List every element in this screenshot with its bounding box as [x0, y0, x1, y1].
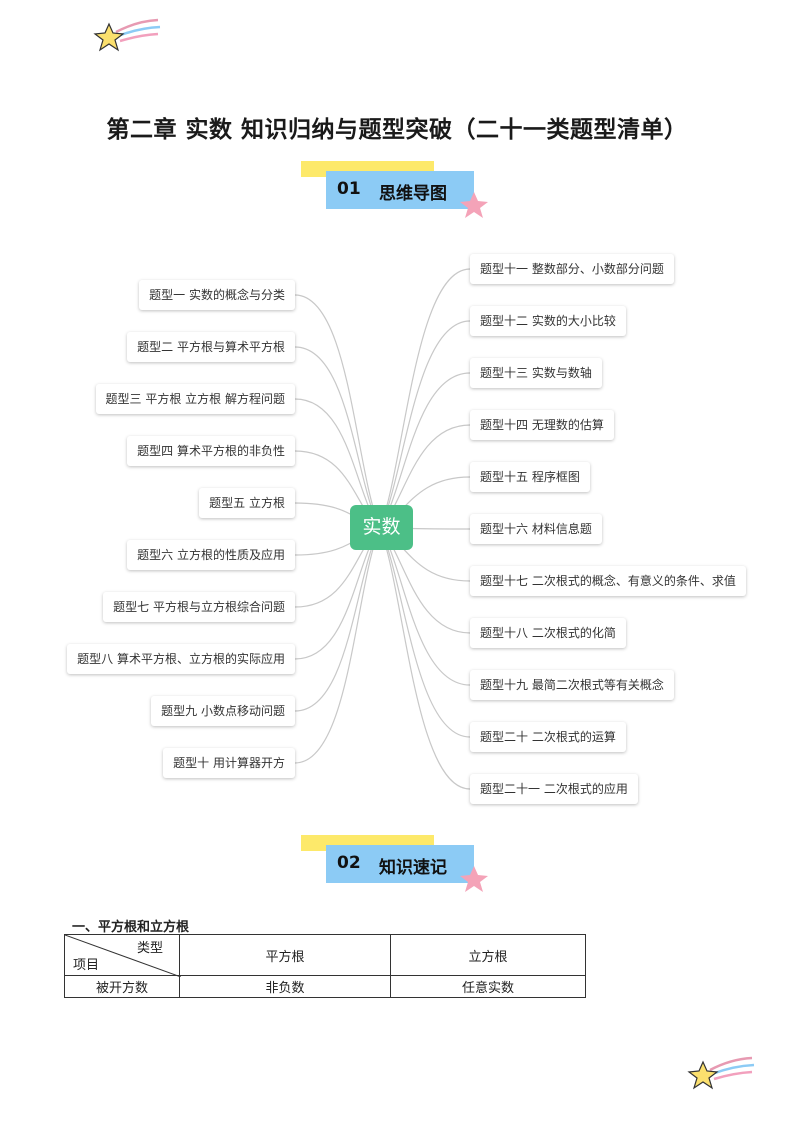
banner-blue-box: [326, 171, 474, 209]
diagonal-divider: [65, 935, 181, 977]
mindmap-node-left[interactable]: 题型四 算术平方根的非负性: [127, 436, 295, 466]
roots-table: 类型 项目 平方根 立方根 被开方数 非负数 任意实数: [64, 934, 586, 998]
mindmap-center-node[interactable]: 实数: [350, 505, 413, 550]
mindmap-node-left[interactable]: 题型三 平方根 立方根 解方程问题: [95, 384, 295, 414]
page-title: 第二章 实数 知识归纳与题型突破（二十一类题型清单）: [106, 117, 688, 143]
connector-line: [379, 527, 471, 738]
knowledge-heading: 一、平方根和立方根: [72, 920, 190, 935]
table-header: 立方根: [390, 934, 586, 976]
connector-line: [294, 527, 381, 712]
mindmap-node-right[interactable]: 题型十六 材料信息题: [470, 514, 602, 544]
section-label: 思维导图: [379, 184, 447, 204]
corner-label-type: 类型: [136, 941, 163, 956]
mindmap-node-left[interactable]: 题型七 平方根与立方根综合问题: [103, 592, 295, 622]
mindmap-node-left[interactable]: 题型九 小数点移动问题: [151, 696, 295, 726]
mindmap-node-right[interactable]: 题型十八 二次根式的化简: [470, 618, 626, 648]
mindmap-node-left[interactable]: 题型十 用计算器开方: [163, 748, 295, 778]
connector-line: [379, 527, 471, 790]
banner-blue-box: [326, 845, 474, 883]
mindmap-node-left[interactable]: 题型八 算术平方根、立方根的实际应用: [67, 644, 295, 674]
table-row-label: 被开方数: [64, 975, 180, 998]
mindmap-node-right[interactable]: 题型十五 程序框图: [470, 462, 590, 492]
section-number: 02: [337, 853, 361, 873]
section-label: 知识速记: [379, 858, 447, 878]
shooting-star-icon: [93, 18, 161, 52]
section-banner-knowledge: 02 知识速记: [301, 835, 488, 895]
connector-line: [379, 527, 471, 686]
shooting-star-icon: [687, 1056, 755, 1090]
connector-line: [379, 268, 471, 529]
mindmap-node-right[interactable]: 题型二十一 二次根式的应用: [470, 774, 638, 804]
pink-star-icon: [460, 866, 488, 892]
pink-star-icon: [460, 192, 488, 218]
table-row: 被开方数 非负数 任意实数: [64, 975, 586, 998]
connector-line: [294, 346, 381, 529]
mindmap-node-left[interactable]: 题型二 平方根与算术平方根: [127, 332, 295, 362]
mindmap-node-right[interactable]: 题型十七 二次根式的概念、有意义的条件、求值: [470, 566, 746, 596]
corner-label-item: 项目: [73, 958, 100, 973]
mindmap-node-left[interactable]: 题型六 立方根的性质及应用: [127, 540, 295, 570]
connector-line: [294, 294, 381, 529]
table-corner-cell: 类型 项目: [64, 934, 181, 977]
connector-line: [379, 320, 471, 529]
connector-line: [294, 527, 381, 764]
mindmap-node-right[interactable]: 题型十三 实数与数轴: [470, 358, 602, 388]
section-number: 01: [337, 179, 361, 199]
mindmap-node-left[interactable]: 题型一 实数的概念与分类: [139, 280, 295, 310]
mindmap-node-right[interactable]: 题型十四 无理数的估算: [470, 410, 614, 440]
table-header: 平方根: [179, 934, 391, 976]
table-cell: 任意实数: [390, 975, 586, 998]
mindmap-node-right[interactable]: 题型十九 最简二次根式等有关概念: [470, 670, 674, 700]
table-header-row: 类型 项目 平方根 立方根: [64, 934, 586, 977]
mindmap-node-left[interactable]: 题型五 立方根: [199, 488, 295, 518]
table-cell: 非负数: [179, 975, 391, 998]
mindmap-node-right[interactable]: 题型十二 实数的大小比较: [470, 306, 626, 336]
mindmap-node-right[interactable]: 题型二十 二次根式的运算: [470, 722, 626, 752]
section-banner-mindmap: 01 思维导图: [301, 161, 488, 221]
mindmap-node-right[interactable]: 题型十一 整数部分、小数部分问题: [470, 254, 674, 284]
